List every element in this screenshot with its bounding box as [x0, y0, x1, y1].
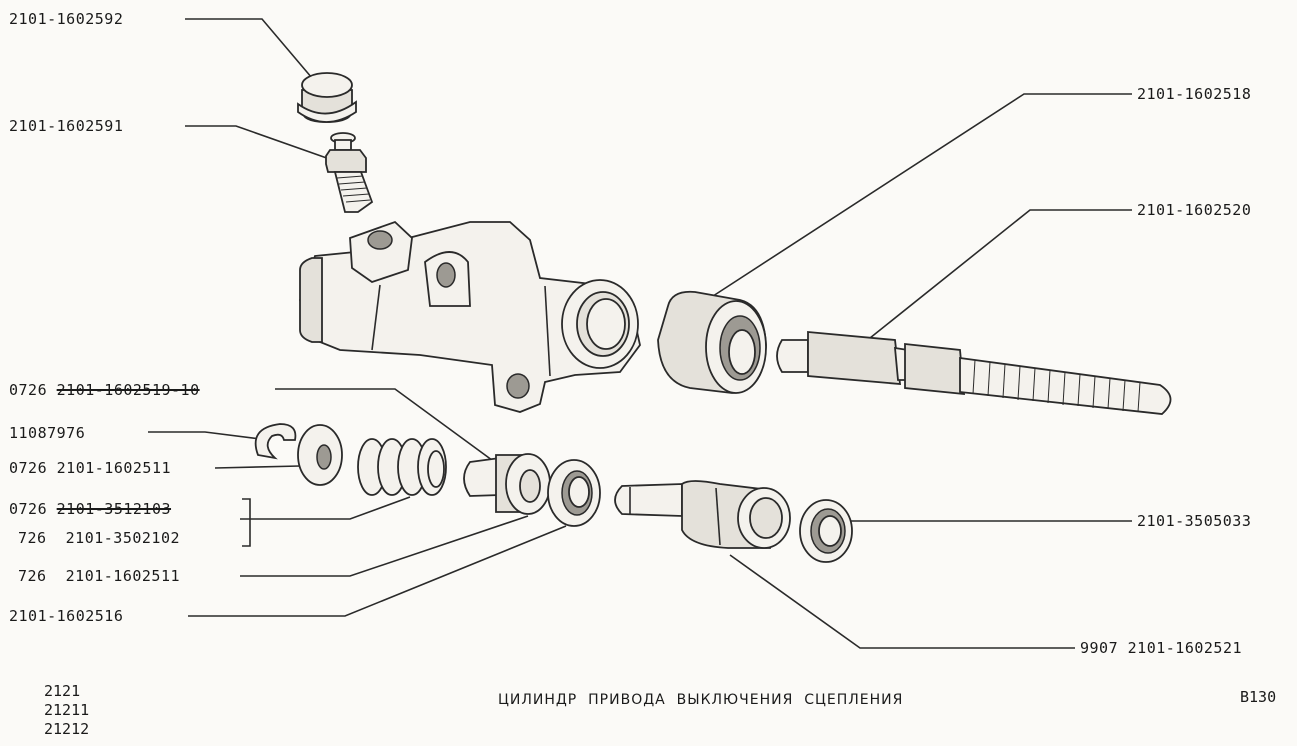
label-piston-qty: 9907 [1080, 639, 1119, 657]
leader-washer [214, 465, 301, 469]
leader-cup [240, 515, 529, 577]
label-inner-seal-qty: 0726 [9, 381, 48, 399]
label-cup-qty: 726 [18, 567, 47, 585]
inner-seal-icon [463, 453, 551, 515]
label-inner-seal: 0726 2101-1602519-10 [9, 381, 200, 399]
label-spring-b: 726 2101-3502102 [18, 529, 180, 547]
label-piston-part: 2101-1602521 [1127, 639, 1243, 657]
model-item: 21211 [44, 701, 90, 719]
push-rod-icon [776, 331, 1172, 415]
leader-clip [148, 431, 269, 441]
label-washer-qty: 0726 [9, 459, 48, 477]
cylinder-body-icon [299, 220, 641, 413]
label-clip: 11087976 [9, 424, 86, 442]
model-item: 2121 [44, 682, 81, 700]
label-inner-seal-part: 2101-1602519-10 [56, 381, 200, 399]
label-piston: 9907 2101-1602521 [1080, 639, 1242, 657]
protective-boot-icon [799, 499, 853, 563]
label-washer-part: 2101-1602511 [56, 459, 172, 477]
label-ring: 2101-1602516 [9, 607, 124, 625]
seal-ring-icon [547, 459, 601, 527]
label-cup: 726 2101-1602511 [18, 567, 180, 585]
retaining-clip-icon [254, 423, 297, 460]
leader-pushrod [869, 209, 1132, 339]
label-washer: 0726 2101-1602511 [9, 459, 171, 477]
bleeder-cap-icon [297, 72, 357, 123]
leader-cap [185, 18, 313, 79]
leader-lines [148, 18, 1132, 649]
label-spring-a-qty: 0726 [9, 500, 48, 518]
model-item: 21212 [44, 720, 90, 738]
label-bleeder-cap: 2101-1602592 [9, 10, 124, 28]
piston-icon [614, 480, 791, 549]
label-pushrod: 2101-1602520 [1137, 201, 1252, 219]
label-boot: 2101-3505033 [1137, 512, 1252, 530]
leader-spring [240, 496, 411, 520]
label-spring-b-part: 2101-3502102 [65, 529, 181, 547]
leader-cap-seal [709, 93, 1132, 299]
label-bleeder-valve: 2101-1602591 [9, 117, 124, 135]
leader-ring [188, 525, 567, 617]
spring-icon [357, 438, 447, 496]
washer-icon [297, 424, 343, 486]
leader-piston [729, 554, 1075, 649]
cap-seal-icon [657, 290, 767, 394]
label-spring-a: 0726 2101-3512103 [9, 500, 171, 518]
label-cup-part: 2101-1602511 [65, 567, 181, 585]
label-spring-b-qty: 726 [18, 529, 47, 547]
label-spring-a-part: 2101-3512103 [56, 500, 172, 518]
label-cap-seal: 2101-1602518 [1137, 85, 1252, 103]
leader-inner-seal [275, 388, 497, 464]
page-code: B130 [1240, 688, 1277, 706]
leader-spring-bracket [242, 498, 251, 547]
diagram-title: ЦИЛИНДР ПРИВОДА ВЫКЛЮЧЕНИЯ СЦЕПЛЕНИЯ [498, 692, 904, 708]
model-list: 2121 21211 21212 [44, 682, 89, 739]
leader-bleeder [185, 125, 339, 163]
bleeder-valve-icon [325, 132, 374, 213]
